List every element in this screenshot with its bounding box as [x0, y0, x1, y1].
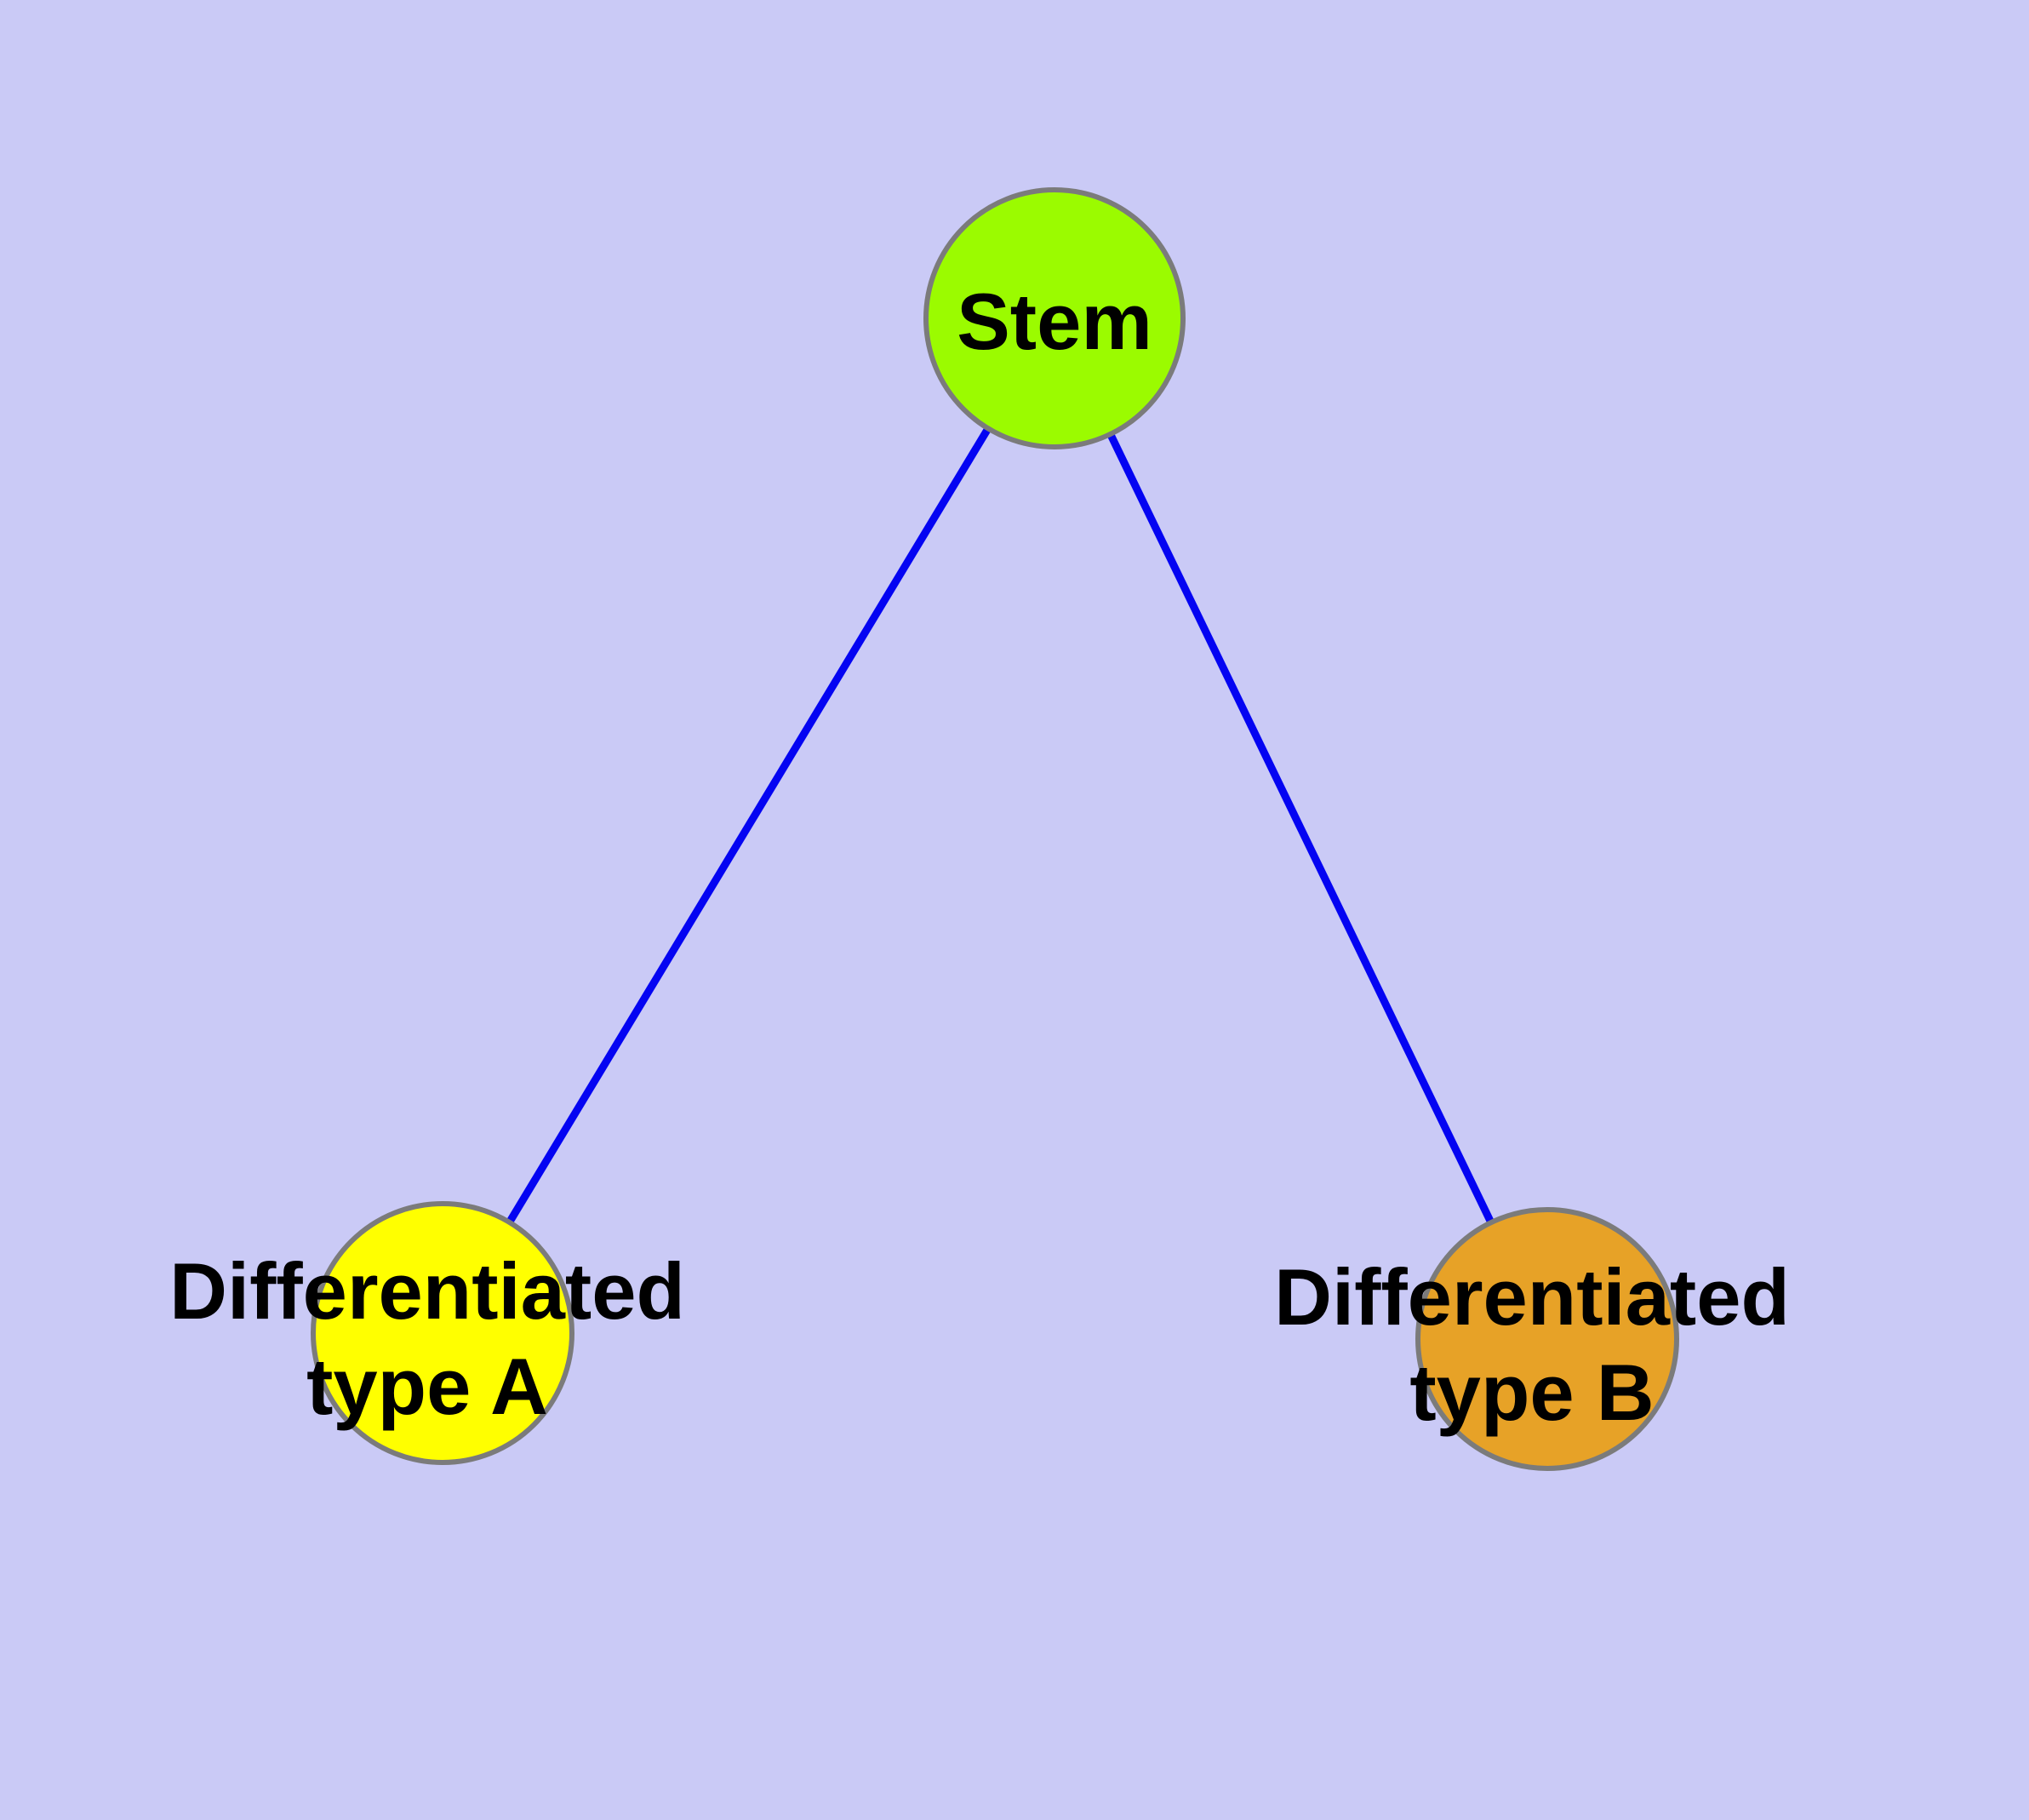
node-type-a: [311, 1201, 574, 1465]
node-stem: [923, 187, 1186, 449]
node-type-a-label-line-1: Differentiated: [169, 1246, 685, 1336]
edge-stem-to-type-a: [439, 316, 1058, 1336]
node-type-b: [1415, 1207, 1679, 1471]
node-stem-label: Stem: [957, 277, 1152, 366]
node-type-a-label-line-2: type A: [306, 1342, 548, 1431]
node-type-b-label-line-1: Differentiated: [1274, 1252, 1790, 1342]
edge-stem-to-type-b: [1050, 317, 1552, 1341]
node-type-b-label-line-2: type B: [1409, 1348, 1654, 1437]
